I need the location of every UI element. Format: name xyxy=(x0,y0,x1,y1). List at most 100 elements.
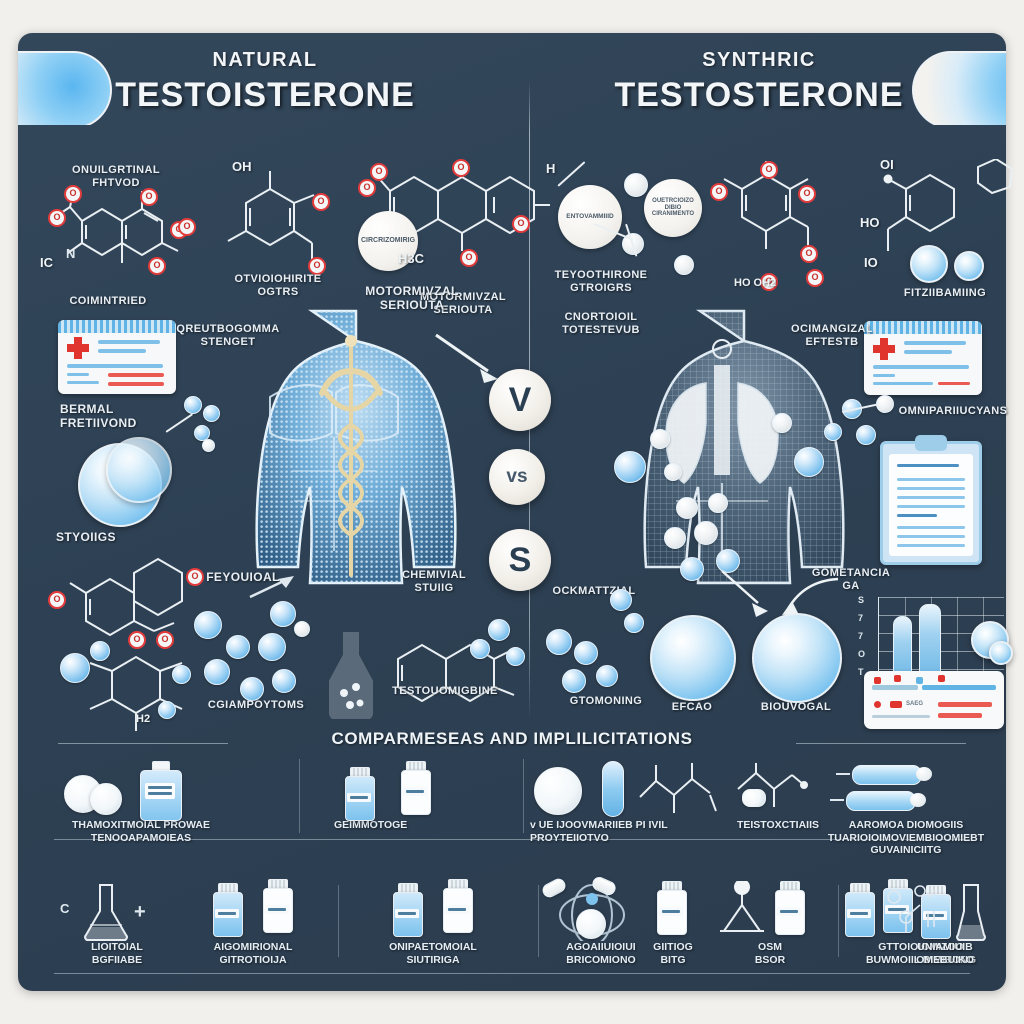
right-label-14: HO OH2 xyxy=(734,277,777,289)
mid-item-4-icons xyxy=(718,759,838,819)
atom-node xyxy=(194,611,222,639)
atom-node xyxy=(294,621,310,637)
mid-item-4-caption: TEISTOXCTIAIIS xyxy=(736,819,820,831)
mid-item-2: GEIMMOTOGE xyxy=(314,761,504,832)
header-right-title: TESTOSTERONE xyxy=(614,76,904,114)
c-letter-label: C xyxy=(60,901,70,916)
oxygen-atom: O xyxy=(452,159,470,177)
right-label-6: FITZIIBAMIING xyxy=(903,287,987,299)
left-label-4: COIMINTRIED xyxy=(69,295,147,307)
bottom-item-6: OSM BSOR xyxy=(710,879,830,966)
mid-item-5-icons xyxy=(826,753,986,819)
molecule-diagram-7 xyxy=(723,161,809,249)
legend-label: SAEG xyxy=(906,701,924,707)
bottom-item-1-icons: + C xyxy=(52,879,182,941)
atom-node xyxy=(470,639,490,659)
vial-blue-icon xyxy=(212,883,243,937)
vial-blue-icon xyxy=(392,883,423,937)
oxygen-atom: O xyxy=(358,179,376,197)
bottom-item-4-icons xyxy=(526,874,676,941)
bottom-item-1: + C LIOITOIAL BGFIIABE xyxy=(52,879,182,966)
pill-node xyxy=(650,429,670,449)
chart-sphere-marker xyxy=(989,641,1013,665)
left-label-2: OH xyxy=(232,159,252,174)
oxygen-atom: O xyxy=(370,163,388,181)
atom-node xyxy=(90,641,110,661)
bottom-item-3-caption: ONIPAETOMOIAL SIUTIRIGA xyxy=(389,941,477,966)
mid-item-3: v UE IJOOVMARIIEB PI IVIL PROYTEIIOTVO xyxy=(530,759,730,844)
clipboard-icon xyxy=(880,435,982,565)
molecule-diagram-1: N xyxy=(57,188,179,263)
oxygen-atom: O xyxy=(128,631,146,649)
atom-node xyxy=(824,423,842,441)
mid-item-5-caption: AAROMOA DIOMOGIIS TUARIOIOIMOVIEMBIOOMIE… xyxy=(827,819,985,857)
oxygen-atom: O xyxy=(64,185,82,203)
oxygen-atom: O xyxy=(760,161,778,179)
vial-blue-icon xyxy=(844,883,875,937)
oxygen-atom: O xyxy=(140,188,158,206)
left-label-13: H3C xyxy=(398,251,425,266)
badge-vs: vs xyxy=(489,449,545,505)
atom-node xyxy=(624,173,648,197)
lab-bottle-icon xyxy=(329,632,373,719)
sphere-icon xyxy=(954,251,984,281)
molecule-icon xyxy=(737,763,808,807)
atom-node xyxy=(674,255,694,275)
callout-bubble-right-2: OUETRCIOIZO DIBIO CIRANIMENTO xyxy=(644,179,702,237)
mid-item-3-caption: v UE IJOOVMARIIEB PI IVIL PROYTEIIOTVO xyxy=(530,819,668,844)
chart-bar xyxy=(919,604,941,680)
tablet-icon xyxy=(534,767,582,815)
bottom-item-5-caption: GIITIOG BITG xyxy=(653,941,693,966)
vial-white-icon xyxy=(262,879,293,933)
svg-text:N: N xyxy=(66,246,75,261)
atom-node xyxy=(624,613,644,633)
pill-node xyxy=(664,463,682,481)
section-header: COMPARMESEAS AND IMPLILICITATIONS xyxy=(18,729,1006,749)
oxygen-atom: O xyxy=(148,257,166,275)
corner-capsule-left-icon xyxy=(18,51,114,125)
arrow-to-center-icon xyxy=(435,333,498,383)
atom-node xyxy=(204,659,230,685)
atom-node xyxy=(158,701,176,719)
vial-white-icon xyxy=(442,879,473,933)
atom-node xyxy=(184,396,202,414)
atom-node xyxy=(60,653,90,683)
molecule-icon xyxy=(720,881,764,932)
left-label-8: STYOIIGS xyxy=(56,530,116,544)
pill-node xyxy=(614,451,646,483)
bottom-item-2: AIGOMIRIONAL GITROTIOIJA xyxy=(168,879,338,966)
pill-node xyxy=(694,521,718,545)
bottom-item-8-caption: UNIAMIUIB OMEBUIKO xyxy=(916,941,974,966)
corner-capsule-right-icon xyxy=(910,51,1006,125)
mid-item-3-icons xyxy=(530,759,730,819)
vial-blue-icon xyxy=(920,885,951,939)
atom-node xyxy=(203,405,220,422)
mid-item-5: AAROMOA DIOMOGIIS TUARIOIOIMOVIEMBIOOMIE… xyxy=(826,753,986,857)
pill-node xyxy=(676,497,698,519)
flask-icon xyxy=(956,884,986,941)
bottom-item-7: GTTOIOIOMIZOO BUWMOIIL BIMEIONG xyxy=(826,879,1016,966)
oxygen-atom: O xyxy=(800,245,818,263)
chart-ytick: O xyxy=(858,649,866,659)
atom-node xyxy=(172,665,191,684)
atom-node xyxy=(574,641,598,665)
atom-node xyxy=(240,677,264,701)
bottom-item-3: ONIPAETOMOIAL SIUTIRIGA xyxy=(348,879,518,966)
right-label-1: TEYOOTHIRONE GTROIGRS xyxy=(554,269,648,294)
pill-node xyxy=(716,549,740,573)
molecule-icon xyxy=(887,885,935,933)
flask-icon xyxy=(84,884,128,941)
pill-node xyxy=(680,557,704,581)
oxygen-atom: O xyxy=(156,631,174,649)
bottom-item-7-icons xyxy=(826,879,1016,941)
bottom-item-6-caption: OSM BSOR xyxy=(754,941,786,966)
mid-item-2-caption: GEIMMOTOGE xyxy=(334,819,408,831)
atom-node xyxy=(194,425,210,441)
mid-item-2-icons xyxy=(314,761,504,821)
oxygen-atom: O xyxy=(512,215,530,233)
chart-ytick: 7 xyxy=(858,613,864,623)
atom-node xyxy=(488,619,510,641)
vial-icon xyxy=(344,767,375,821)
chart-ytick: S xyxy=(858,595,865,605)
medical-card-left-icon xyxy=(58,320,176,394)
